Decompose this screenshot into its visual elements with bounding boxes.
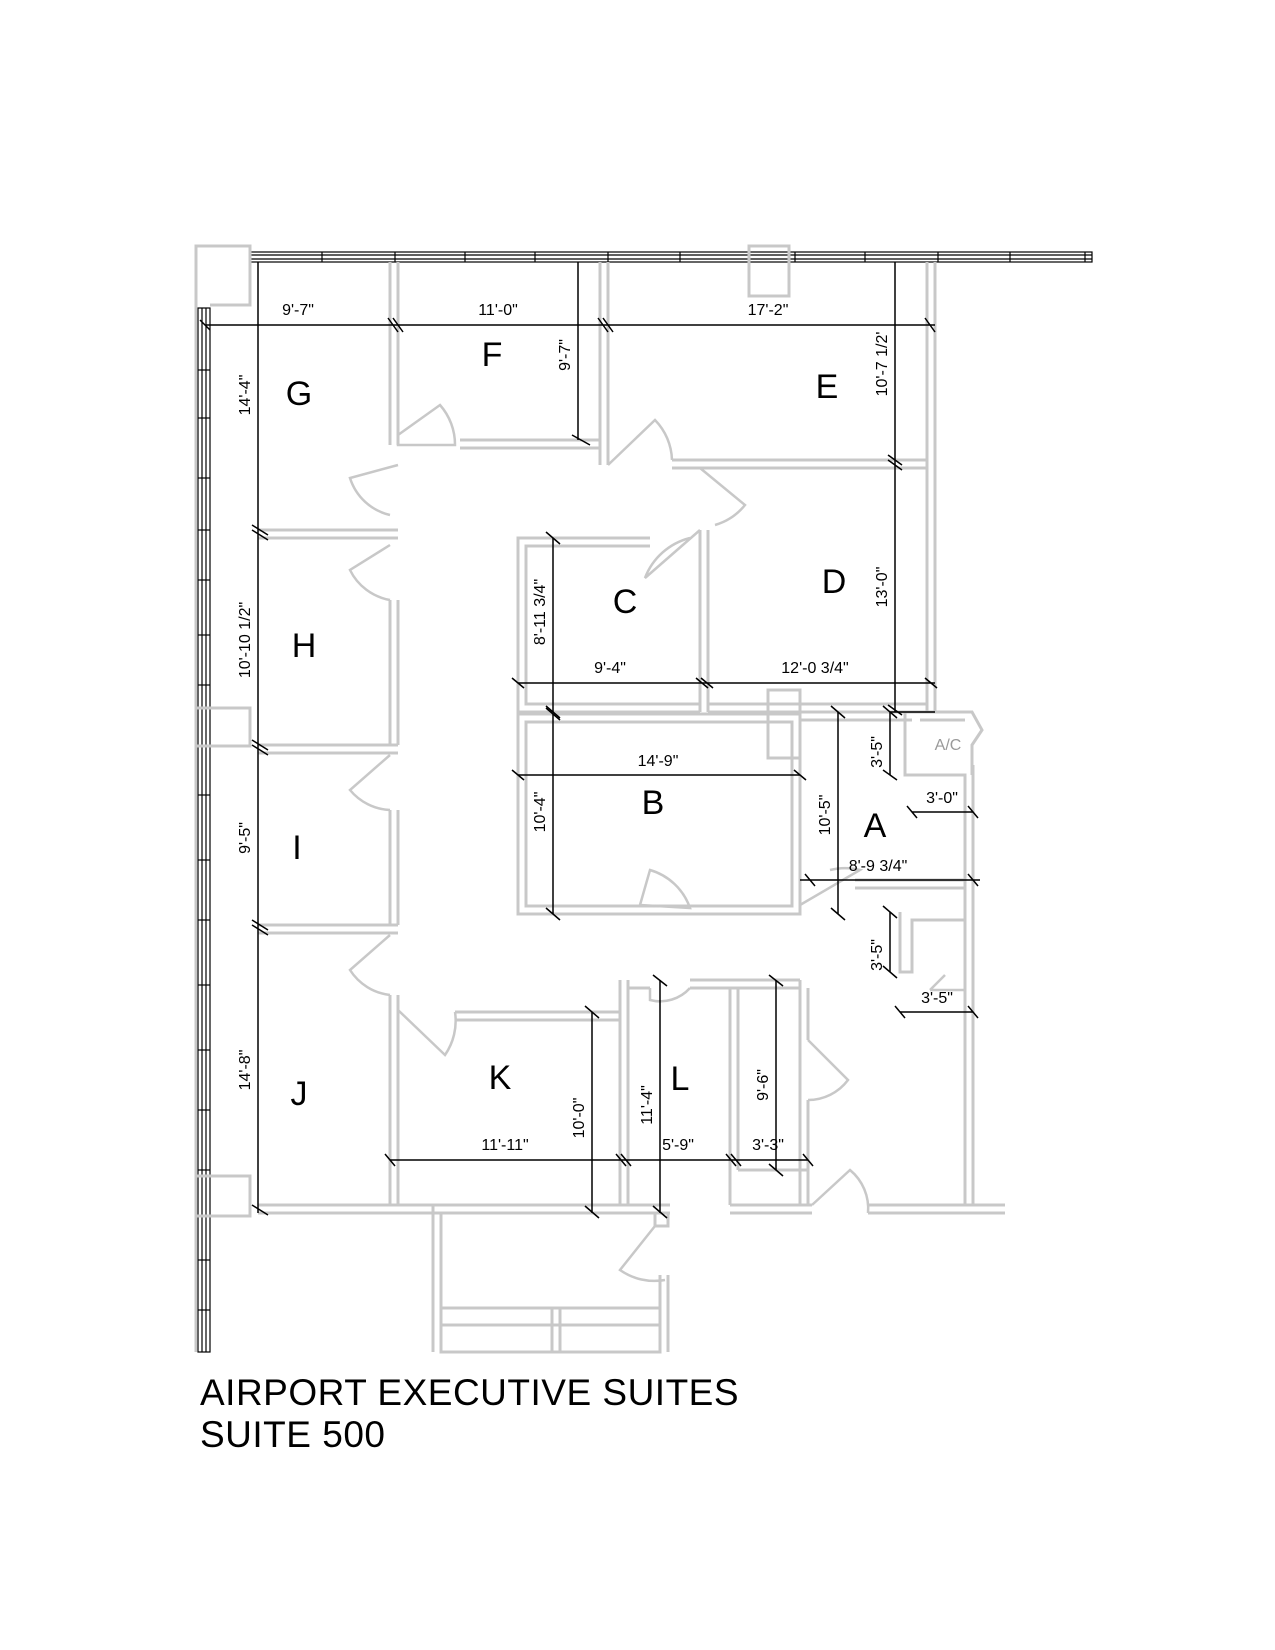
dim-a-depth: 10'-5" xyxy=(817,795,834,836)
room-label-d: D xyxy=(822,563,847,601)
dim-c-depth: 8'-11 3/4" xyxy=(532,579,549,645)
room-labels: G F E D C H B A I J K L A/C xyxy=(286,336,962,1113)
room-label-b: B xyxy=(642,784,665,822)
dim-b-depth: 10'-4" xyxy=(532,792,549,833)
dim-d-depth: 13'-0" xyxy=(874,567,891,608)
dim-storage-width: 3'-3" xyxy=(752,1137,784,1154)
dim-k-width: 11'-11" xyxy=(481,1137,528,1154)
interior-walls xyxy=(258,262,1005,1354)
dim-e-width: 17'-2" xyxy=(748,302,789,319)
dim-f-width: 11'-0" xyxy=(478,302,518,319)
doors xyxy=(348,403,965,1283)
room-label-h: H xyxy=(292,627,317,665)
plan-title: AIRPORT EXECUTIVE SUITES xyxy=(200,1372,740,1413)
dim-d-width: 12'-0 3/4" xyxy=(781,660,848,677)
room-label-g: G xyxy=(286,375,312,413)
dim-g-depth: 14'-4" xyxy=(237,375,254,416)
dim-j-depth: 14'-8" xyxy=(237,1050,254,1091)
dim-l-depth: 11'-4" xyxy=(639,1085,656,1125)
dimension-lines xyxy=(199,262,980,1219)
room-label-c: C xyxy=(613,583,638,621)
room-label-j: J xyxy=(291,1075,308,1113)
dim-i-depth: 9'-5" xyxy=(237,822,254,854)
dim-e-depth: 10'-7 1/2' xyxy=(874,332,891,397)
dim-f-depth: 9'-7" xyxy=(557,339,574,371)
dim-k-depth: 10'-0" xyxy=(571,1098,588,1139)
dim-h-depth: 10'-10 1/2" xyxy=(237,602,254,678)
dim-storage-depth: 9'-6" xyxy=(755,1069,772,1101)
dim-closet-depth: 3'-5" xyxy=(869,939,886,971)
dim-l-width: 5'-9" xyxy=(662,1137,694,1154)
room-label-k: K xyxy=(489,1059,512,1097)
room-label-e: E xyxy=(816,368,839,406)
dim-ac-depth: 3'-5" xyxy=(869,736,886,768)
dim-g-width: 9'-7" xyxy=(282,302,314,319)
dim-b-width: 14'-9" xyxy=(638,753,679,770)
dim-a-width: 8'-9 3/4" xyxy=(849,858,908,875)
ac-label: A/C xyxy=(935,737,962,754)
room-label-l: L xyxy=(671,1060,690,1098)
room-label-i: I xyxy=(292,829,301,867)
room-label-a: A xyxy=(864,807,887,845)
dimension-labels: 9'-7" 11'-0" 17'-2" 9'-7" 10'-7 1/2' 14'… xyxy=(237,302,958,1154)
dim-closet-width: 3'-5" xyxy=(921,990,953,1007)
exterior-window-walls xyxy=(197,251,1093,1353)
dim-c-width: 9'-4" xyxy=(594,660,626,677)
room-label-f: F xyxy=(482,336,503,374)
plan-subtitle: SUITE 500 xyxy=(200,1414,386,1455)
dim-ac-width: 3'-0" xyxy=(926,790,958,807)
